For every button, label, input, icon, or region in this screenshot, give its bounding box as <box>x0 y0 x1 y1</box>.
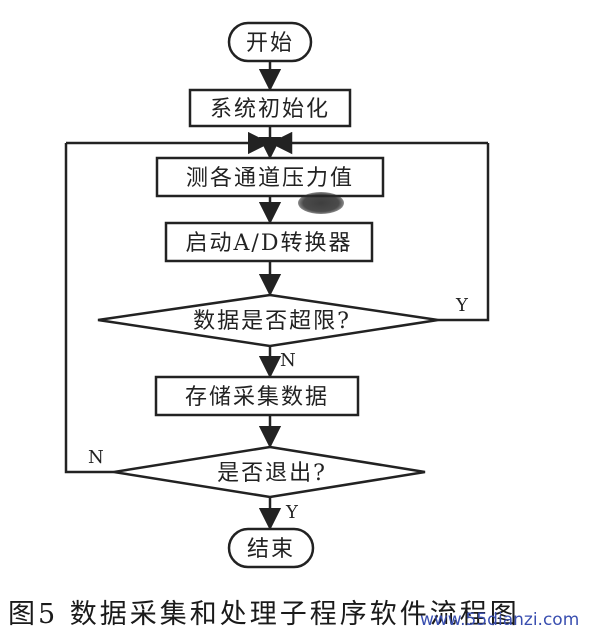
end-terminal <box>227 527 315 569</box>
exit-no-label: N <box>88 447 104 468</box>
ink-smudge <box>298 192 344 214</box>
limit-yes-loop <box>438 143 490 322</box>
limit-no-label: N <box>280 350 296 371</box>
exit-yes-label: Y <box>285 502 299 523</box>
init-label: 系统初始化 <box>210 97 330 122</box>
measure-box <box>155 156 385 198</box>
adc-label: 启动A/D转换器 <box>186 231 353 256</box>
start-label: 开始 <box>246 31 294 56</box>
init-box <box>188 88 352 128</box>
store-box <box>154 375 360 417</box>
watermark-text: www.55dianzi.com <box>420 610 580 630</box>
exit-label: 是否退出? <box>217 461 327 486</box>
figure-caption: 图5 数据采集和处理子程序软件流程图 <box>8 599 520 630</box>
adc-box <box>164 221 374 263</box>
measure-label: 测各通道压力值 <box>186 166 354 191</box>
store-label: 存储采集数据 <box>185 385 329 410</box>
limit-yes-label: Y <box>455 295 469 316</box>
limit-label: 数据是否超限? <box>193 309 351 334</box>
end-label: 结束 <box>247 537 295 562</box>
exit-no-loop <box>64 143 114 474</box>
